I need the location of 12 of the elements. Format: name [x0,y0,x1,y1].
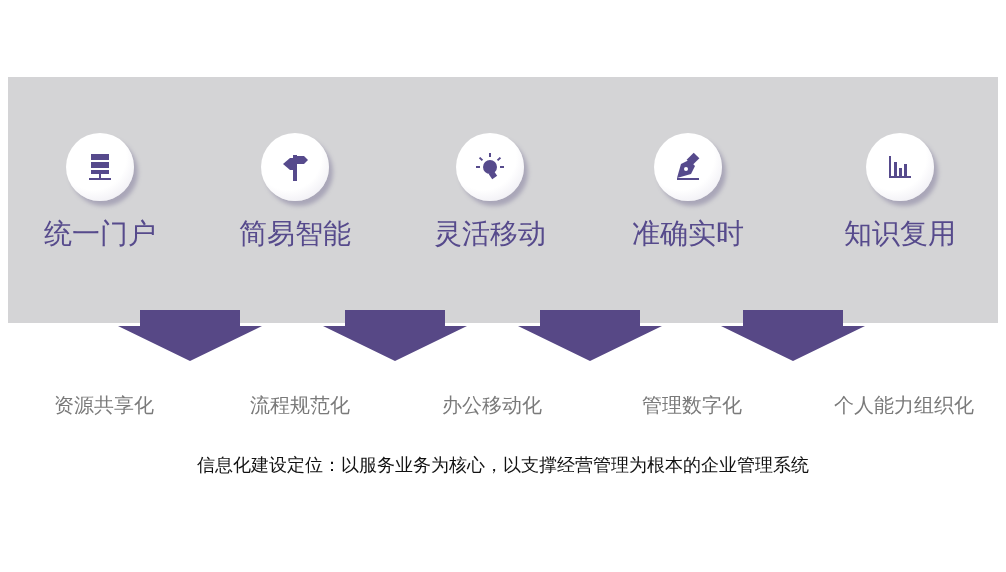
feature-title: 简易智能 [239,216,351,252]
feature-title: 知识复用 [844,216,956,252]
feature-title: 准确实时 [632,216,744,252]
header-band [8,77,998,323]
caption: 信息化建设定位：以服务业务为核心，以支撑经营管理为根本的企业管理系统 [197,454,809,475]
outcome-label: 个人能力组织化 [834,392,974,419]
outcome-label: 流程规范化 [250,392,350,419]
feature-title: 统一门户 [44,216,156,252]
outcome-label: 管理数字化 [642,392,742,419]
outcome-label: 办公移动化 [442,392,542,419]
outcome-label: 资源共享化 [54,392,154,419]
feature-title: 灵活移动 [434,216,546,252]
